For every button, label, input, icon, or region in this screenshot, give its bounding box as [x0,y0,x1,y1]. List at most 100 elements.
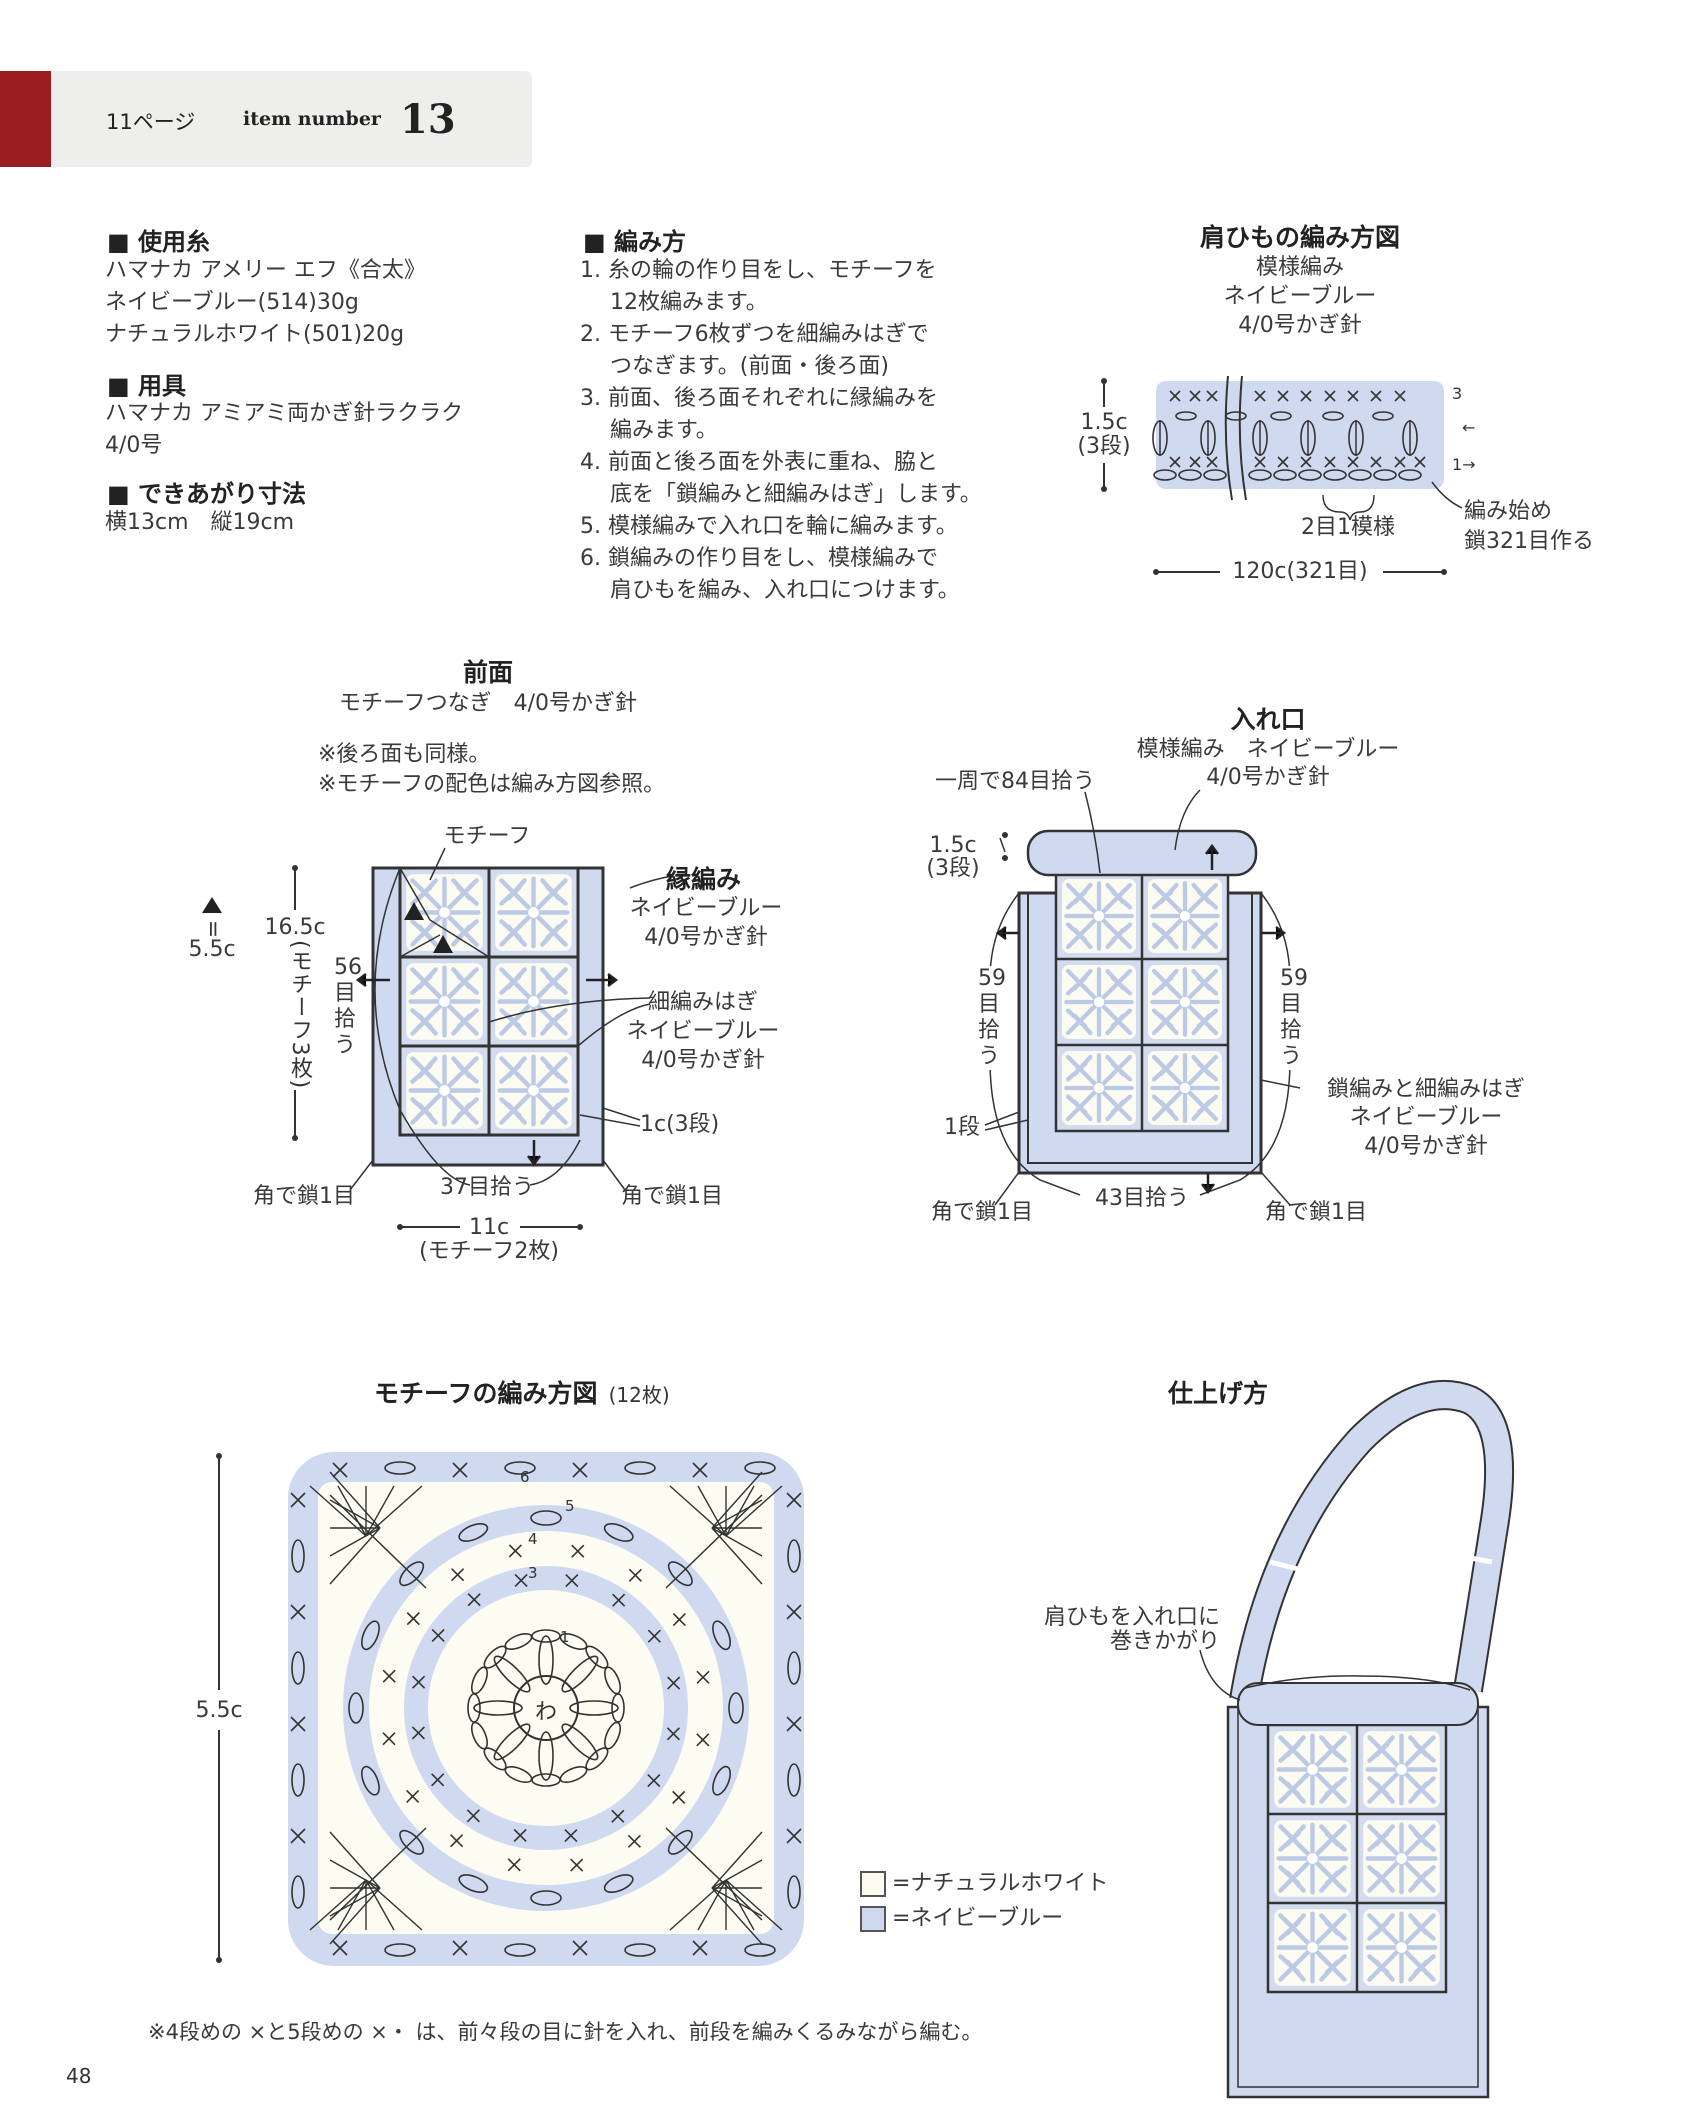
fan-stitch-mark [365,1485,423,1537]
chain-stitch-mark [1153,469,1177,481]
page-reference: 11ページ [106,110,196,134]
item-number-label: item number [243,108,381,130]
chain-stitch-mark [585,1747,609,1771]
single-crochet-mark [672,1790,686,1804]
fan-stitch-mark [329,1471,381,1529]
fan-stitch-mark [329,1499,381,1529]
single-crochet-mark [1254,390,1266,402]
chain-stitch-mark [1248,469,1272,481]
single-crochet-mark [1254,456,1266,468]
single-crochet-mark [290,1604,306,1620]
motif-size: 5.5c [195,1698,243,1723]
single-crochet-mark [612,1593,626,1607]
strap-row-1: 1→ [1452,455,1476,474]
single-crochet-mark [332,1940,348,1956]
chain-stitch-mark [787,1651,801,1685]
finish-note: 巻きかがり [1109,1629,1220,1654]
strap-break [1224,375,1247,501]
single-crochet-mark [431,1773,445,1787]
chain-stitch-mark [470,1721,488,1750]
footnote: ※4段めの ×と5段めの ×・ は、前々段の目に針を入れ、前段を編みくるみながら… [148,2020,983,2044]
single-crochet-mark [564,1829,578,1843]
single-crochet-mark [696,1733,710,1747]
yarn-heading-text: 使用糸 [138,228,211,256]
strap-rows: (3段) [1077,431,1131,463]
natural-white-swatch [860,1871,886,1897]
single-crochet-mark [1169,390,1181,402]
single-crochet-mark [1277,456,1289,468]
front-sub: モチーフつなぎ 4/0号かぎ針 [338,691,638,716]
chain-stitch-mark [744,1943,776,1957]
chain-stitch-mark [1225,411,1247,421]
instruction-step-line: 2. モチーフ6枚ずつを細編みはぎで [580,322,929,347]
chain-stitch-mark [611,1693,625,1723]
row-label-3: 3 [528,1564,538,1582]
chain-stitch-mark [667,1829,693,1855]
navy-blue-swatch [860,1906,886,1932]
single-crochet-mark [667,1676,681,1690]
bottom-pick: 37目拾う [440,1175,534,1200]
strap-start-chain: 鎖321目作る [1464,529,1594,554]
fan-stitch-mark [329,1887,381,1917]
single-crochet-mark [508,1544,522,1558]
fan-stitch-mark [697,1879,727,1931]
bag-body [1226,1705,1490,2099]
single-crochet-mark [1300,390,1312,402]
fan-stitch-mark [711,1887,763,1917]
page-number: 48 [66,2064,92,2088]
chain-stitch-mark [603,1523,634,1542]
chain-stitch-mark [483,1747,507,1771]
chain-stitch-mark [384,1461,416,1475]
chain-stitch-mark [1270,411,1292,421]
fan-stitch-mark [669,1485,727,1537]
left-pick: 59目拾う [978,966,1006,1070]
chain-stitch-mark [291,1651,305,1685]
single-crochet-mark [452,1940,468,1956]
single-crochet-mark [1324,390,1336,402]
single-crochet-mark [406,1789,420,1803]
single-crochet-mark [1347,390,1359,402]
opening-bottom-pick: 43目拾う [1095,1183,1189,1215]
front-note: ※モチーフの配色は編み方図参照。 [318,772,666,797]
front-title: 前面 [462,658,514,687]
edge-hook: 4/0号かぎ針 [644,925,768,950]
legend-item-natural-white: =ナチュラルホワイト [860,1868,1108,1900]
fan-stitch-mark [725,1879,783,1931]
single-crochet-mark [507,1858,521,1872]
item-number: 13 [400,96,456,143]
fan-stitch-mark [711,1859,763,1889]
single-crochet-mark [382,1732,396,1746]
single-crochet-mark [1169,456,1181,468]
chain-stitch-mark [538,1635,554,1685]
chain-stitch-mark [399,1829,425,1855]
strap-sub: ネイビーブルー [1223,284,1377,309]
chain-stitch-mark [1322,411,1344,421]
chain-stitch-mark [744,1461,776,1475]
single-crochet-mark [692,1462,708,1478]
single-crochet-mark [382,1669,396,1683]
single-crochet-mark [571,1544,585,1558]
yarn-line: ナチュラルホワイト(501)20g [105,322,405,347]
chain-stitch-mark [787,1539,801,1573]
chain-stitch-mark [787,1763,801,1797]
single-crochet-mark [406,1612,420,1626]
strap-start: 編み始め [1464,499,1553,524]
single-crochet-mark [666,1727,680,1741]
motif-chart-title-text: モチーフの編み方図 [374,1379,598,1408]
strap-sub: 4/0号かぎ針 [1238,313,1362,338]
opening-band [1026,829,1258,877]
single-crochet-mark [514,1573,528,1587]
instruction-step-line: つなぎます。(前面・後ろ面) [610,354,889,379]
chain-stitch-mark [467,1693,481,1723]
single-crochet-mark [1414,456,1426,468]
chain-stitch-mark [1175,411,1197,421]
front-note: ※後ろ面も同様。 [318,742,491,767]
chain-stitch-mark [384,1943,416,1957]
opening-corner-left: 角で鎖1目 [931,1200,1033,1225]
edge-label: 縁編み [666,865,742,894]
single-crochet-mark [672,1613,686,1627]
single-crochet-mark [450,1834,464,1848]
instruction-step-line: 1. 糸の輪の作り目をし、モチーフを [580,258,937,283]
front-height: 16.5c [264,915,326,940]
chain-stitch-mark [1300,420,1316,456]
